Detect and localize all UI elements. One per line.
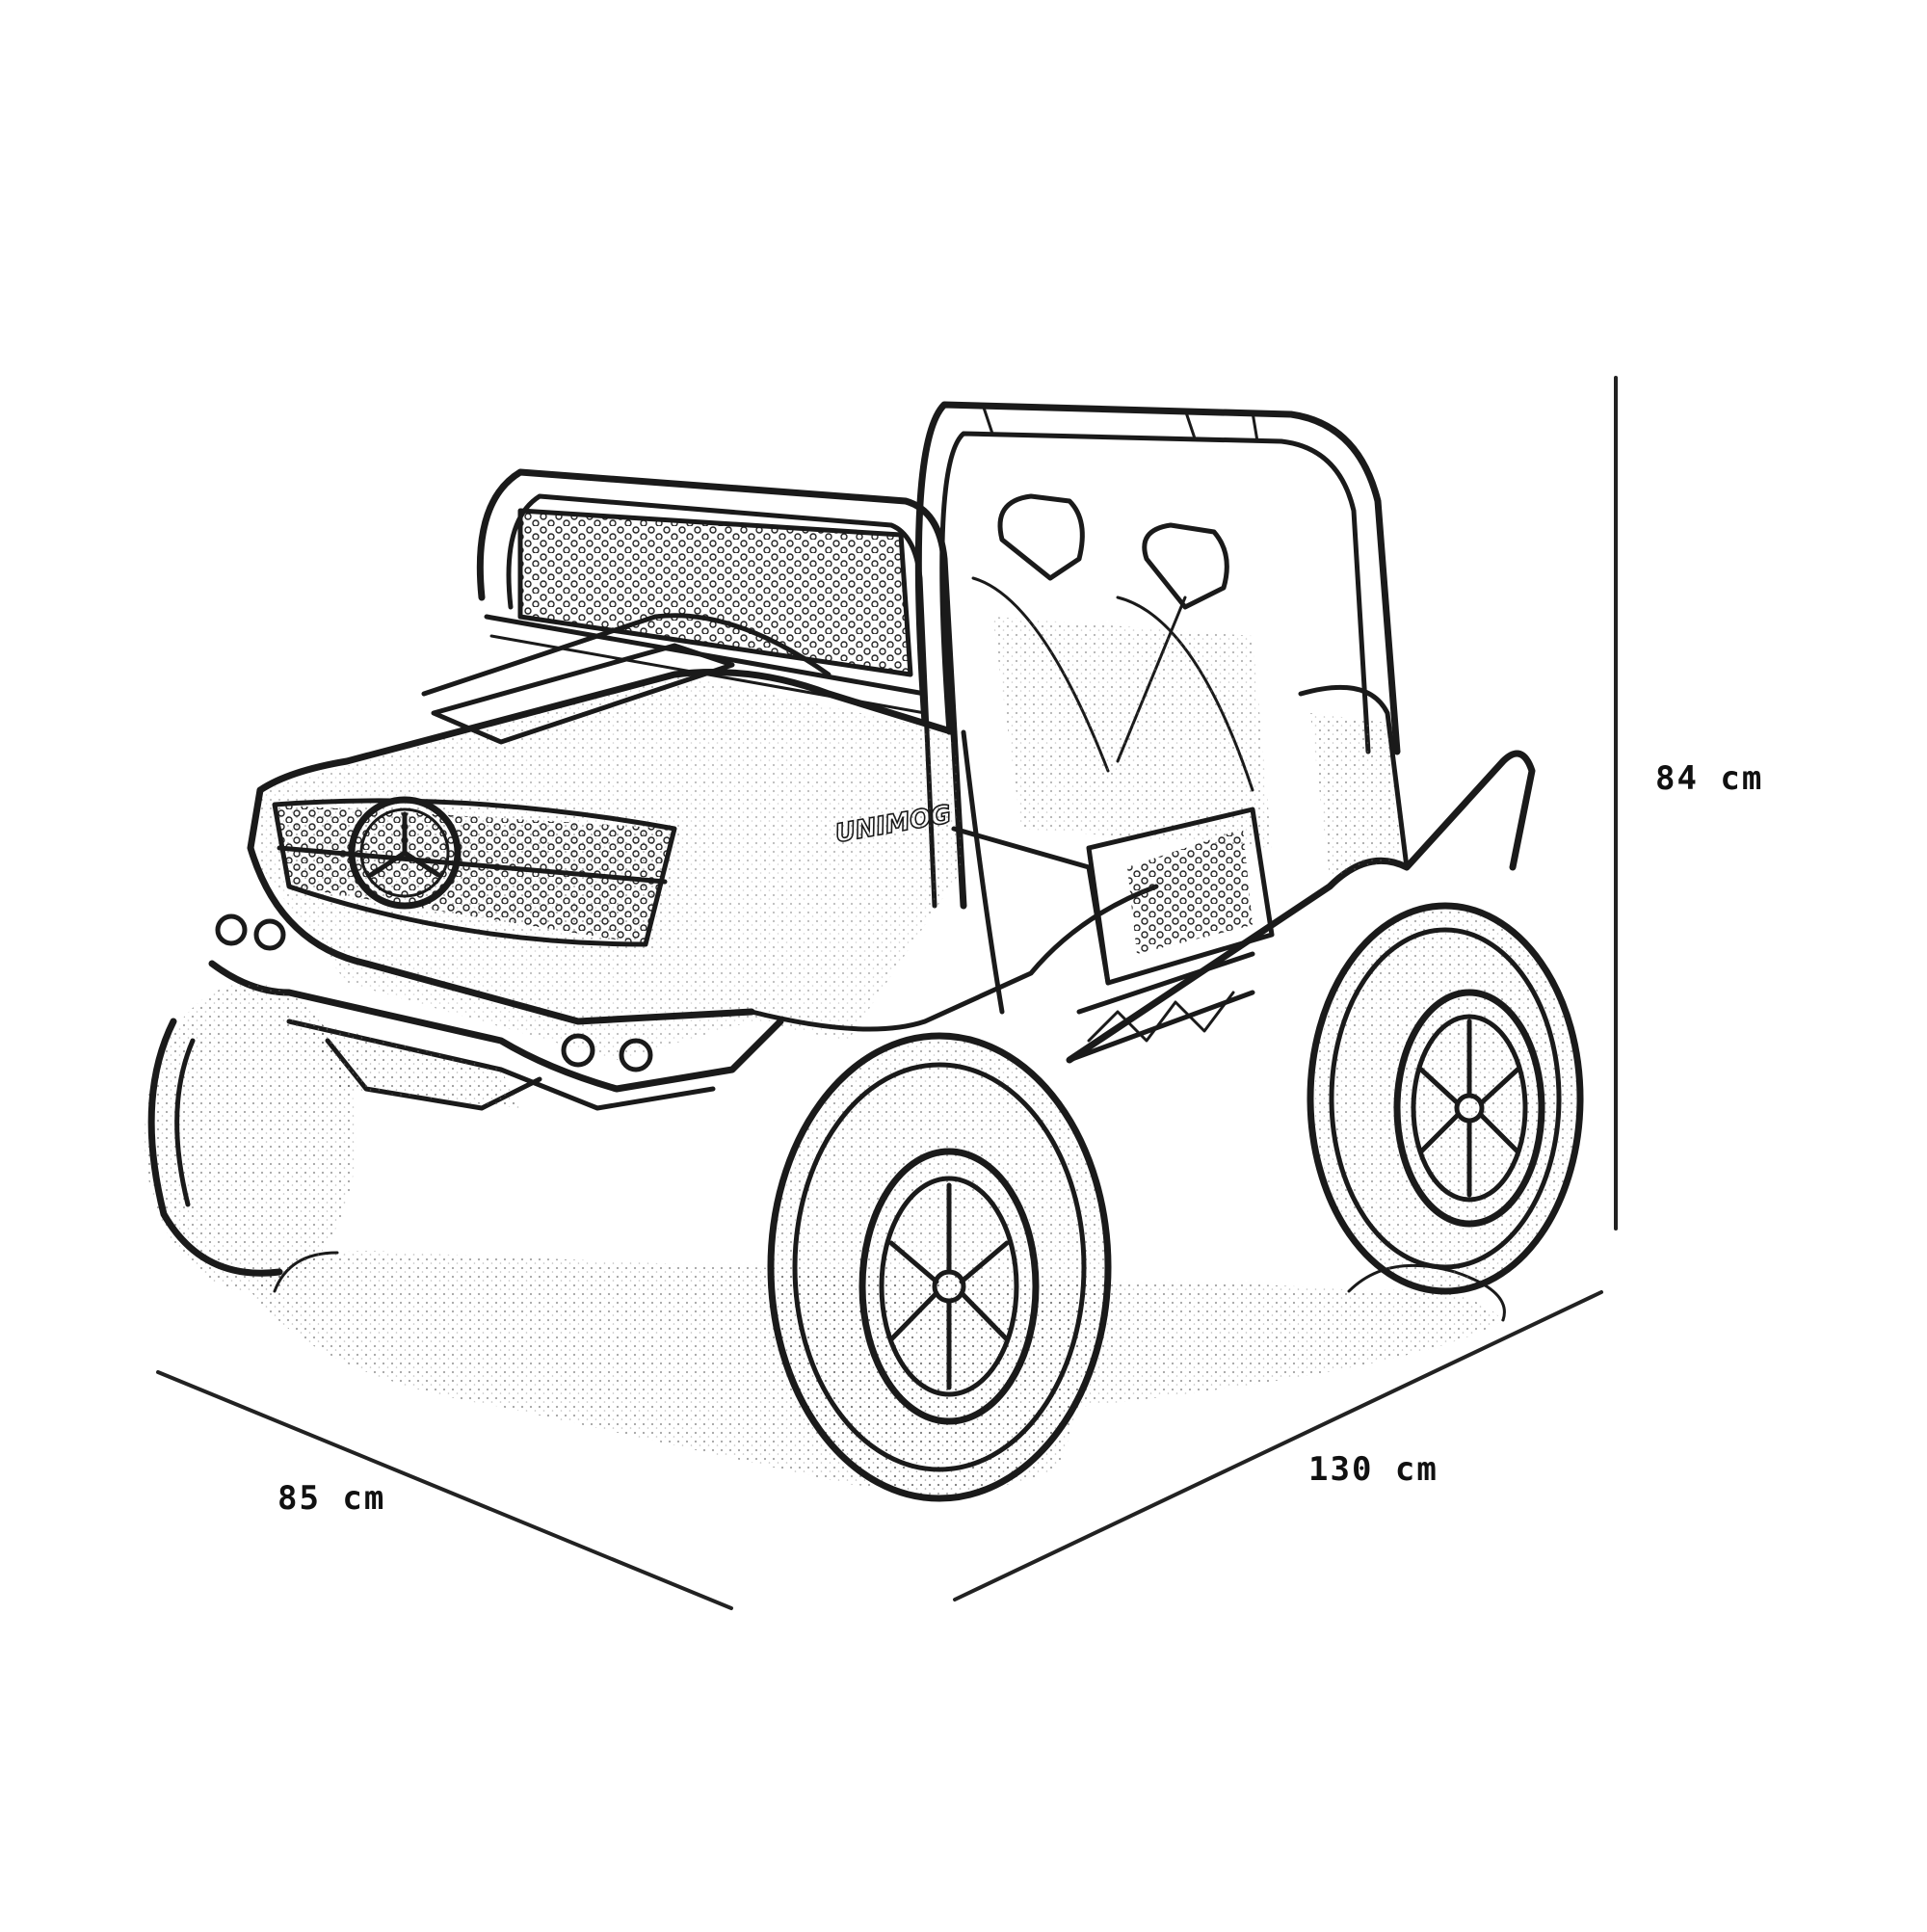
rear-body bbox=[1066, 684, 1536, 1064]
height-label: 84 cm bbox=[1655, 759, 1764, 798]
wheel-front-left bbox=[145, 983, 356, 1291]
dimension-lines bbox=[156, 376, 1618, 1610]
seats bbox=[971, 493, 1272, 848]
star-emblem-icon bbox=[368, 811, 441, 878]
length-dimension-line bbox=[953, 1290, 1603, 1601]
length-label: 130 cm bbox=[1308, 1450, 1439, 1489]
wheel-front-right bbox=[767, 1032, 1112, 1502]
width-label: 85 cm bbox=[277, 1479, 386, 1518]
front-grille bbox=[272, 796, 677, 947]
fog-light-left-icon bbox=[215, 913, 248, 946]
width-dimension-line bbox=[156, 1370, 733, 1610]
wheel-rear-right bbox=[1307, 902, 1584, 1295]
side-door bbox=[1067, 807, 1275, 1063]
fog-light-right-icon bbox=[561, 1033, 595, 1068]
